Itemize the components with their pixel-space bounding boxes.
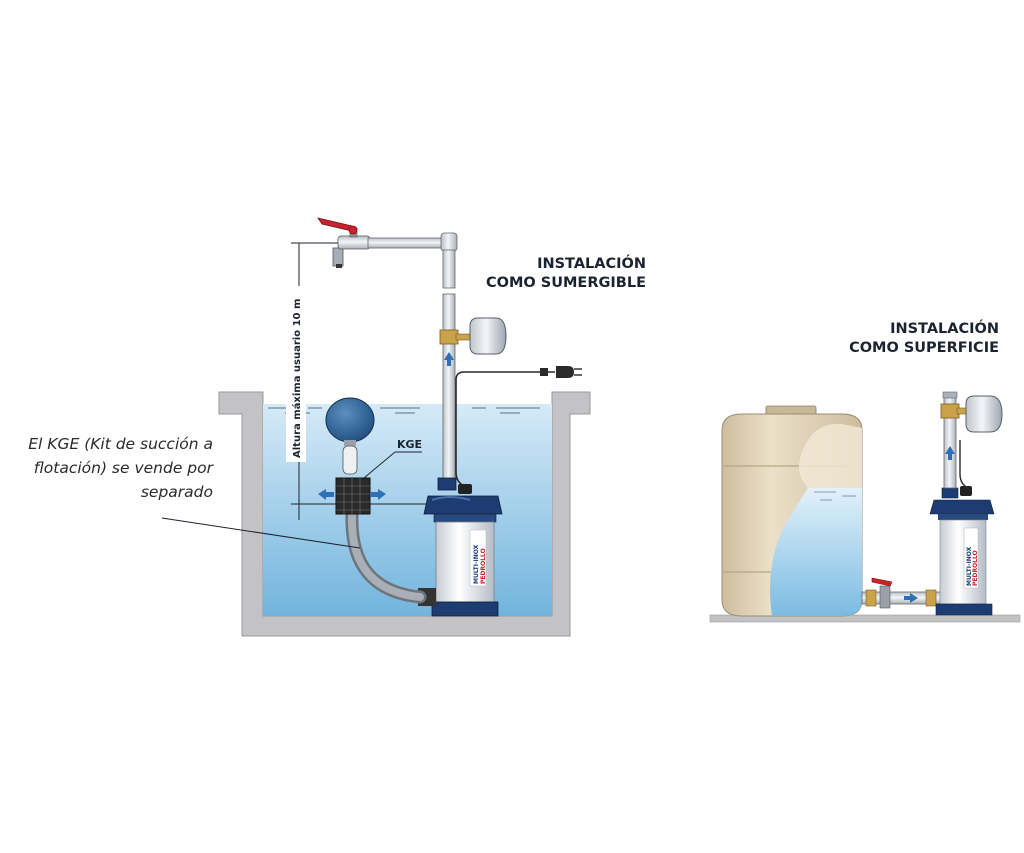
float-ball-icon xyxy=(325,397,375,475)
submersible-title-line2: COMO SUMERGIBLE xyxy=(486,275,646,291)
kge-note: El KGE (Kit de succión a flotación) se v… xyxy=(28,435,214,501)
kge-label: KGE xyxy=(397,438,422,451)
water-tank xyxy=(721,405,863,617)
power-plug-icon xyxy=(540,366,582,378)
surface-pump: MULTI-INOX PEDROLLO xyxy=(929,486,995,616)
well-water xyxy=(263,404,552,616)
submersible-pump: MULTI-INOX PEDROLLO xyxy=(418,477,503,617)
ball-valve-icon xyxy=(871,577,893,609)
surface-pressure-vessel-icon xyxy=(965,395,1003,433)
submersible-installation: Altura máxima usuario 10 m xyxy=(161,217,646,637)
kge-strainer xyxy=(335,477,371,515)
surface-pump-brand-line1: MULTI-INOX xyxy=(966,546,973,586)
inflow-arrow-left xyxy=(318,489,334,500)
note-line2: flotación) se vende por xyxy=(34,459,215,477)
max-height-label: Altura máxima usuario 10 m xyxy=(291,299,303,458)
submersible-title-line1: INSTALACIÓN xyxy=(537,254,646,272)
pump-brand-line1: MULTI-INOX xyxy=(473,544,480,584)
pressure-vessel-icon xyxy=(469,317,507,355)
tank-water xyxy=(770,488,862,616)
pipe-elbow xyxy=(440,232,458,252)
inflow-arrow-right xyxy=(370,489,386,500)
surface-power-cable xyxy=(959,440,969,489)
brass-tee xyxy=(439,329,459,345)
flow-arrow-icon xyxy=(444,352,454,366)
surface-installation: MULTI-INOX PEDROLLO INSTALACIÓN COMO SUP… xyxy=(709,319,1021,623)
note-line3: separado xyxy=(141,483,213,501)
pump-brand-line2: PEDROLLO xyxy=(480,548,487,584)
surface-title-line2: COMO SUPERFICIE xyxy=(849,340,999,356)
surface-title-line1: INSTALACIÓN xyxy=(890,319,999,337)
outlet-pipe-upper xyxy=(442,249,456,289)
note-line1: El KGE (Kit de succión a xyxy=(28,435,213,453)
faucet-icon xyxy=(317,217,371,268)
floor xyxy=(709,614,1021,623)
note-leader-line xyxy=(161,517,361,549)
surface-flow-arrow xyxy=(904,593,918,603)
kge-leader xyxy=(363,451,396,479)
kge-float-kit xyxy=(318,397,386,515)
height-label-bg xyxy=(286,286,306,462)
surface-flow-arrow-up xyxy=(945,446,955,460)
surface-pump-brand-line2: PEDROLLO xyxy=(972,550,979,586)
outlet-pipe-horizontal xyxy=(367,237,449,249)
outlet-pipe-vertical xyxy=(442,293,456,485)
